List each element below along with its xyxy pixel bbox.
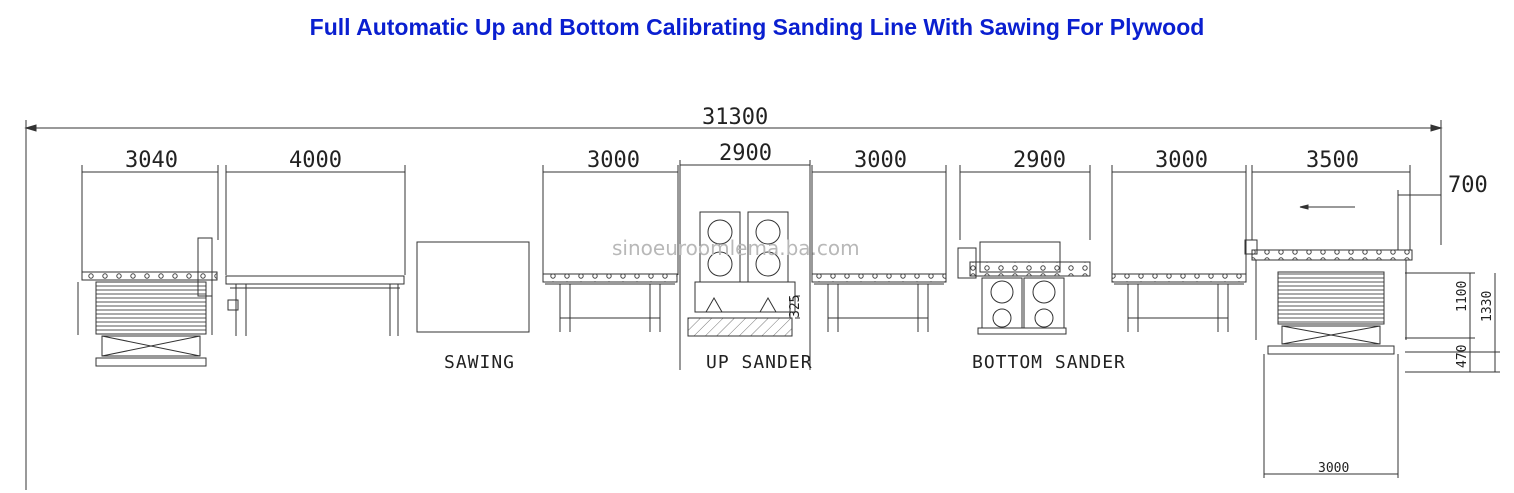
label-sawing: SAWING	[444, 352, 515, 373]
dim-conveyor-1: 4000	[289, 148, 342, 173]
dim-bottom-sander: 2900	[1013, 148, 1066, 173]
feeder-lift-table	[77, 237, 218, 367]
up-sander-machine	[687, 211, 800, 337]
roller-conveyor-4	[1111, 273, 1247, 332]
dim-height-1100: 1100	[1455, 281, 1470, 312]
overall-dimension	[24, 120, 1443, 490]
dim-conveyor-3: 3000	[854, 148, 907, 173]
dim-height-325: 325	[788, 295, 803, 318]
dim-stacker-width: 3000	[1318, 461, 1349, 476]
belt-conveyor-1	[225, 275, 405, 336]
dim-stacker-offset: 700	[1448, 173, 1488, 198]
roller-conveyor-3	[811, 273, 947, 332]
dim-stacker: 3500	[1306, 148, 1359, 173]
dim-up-sander: 2900	[719, 141, 772, 166]
roller-conveyor-2	[542, 273, 678, 332]
label-bottom-sander: BOTTOM SANDER	[972, 352, 1126, 373]
dim-conveyor-4: 3000	[1155, 148, 1208, 173]
watermark-text: sinoeuroomlema.ba.com	[612, 236, 860, 260]
sawing-machine	[416, 241, 530, 333]
stacker-lift-table	[1244, 239, 1413, 478]
dim-overall: 31300	[702, 105, 768, 130]
label-up-sander: UP SANDER	[706, 352, 813, 373]
segment-dimensions	[81, 160, 1441, 370]
dim-height-470: 470	[1455, 345, 1470, 368]
bottom-sander-machine	[957, 241, 1091, 335]
dim-conveyor-2: 3000	[587, 148, 640, 173]
dim-feeder: 3040	[125, 148, 178, 173]
height-dimensions	[1405, 272, 1500, 373]
dim-height-1330: 1330	[1480, 291, 1495, 322]
diagram-title: Full Automatic Up and Bottom Calibrating…	[309, 14, 1205, 40]
